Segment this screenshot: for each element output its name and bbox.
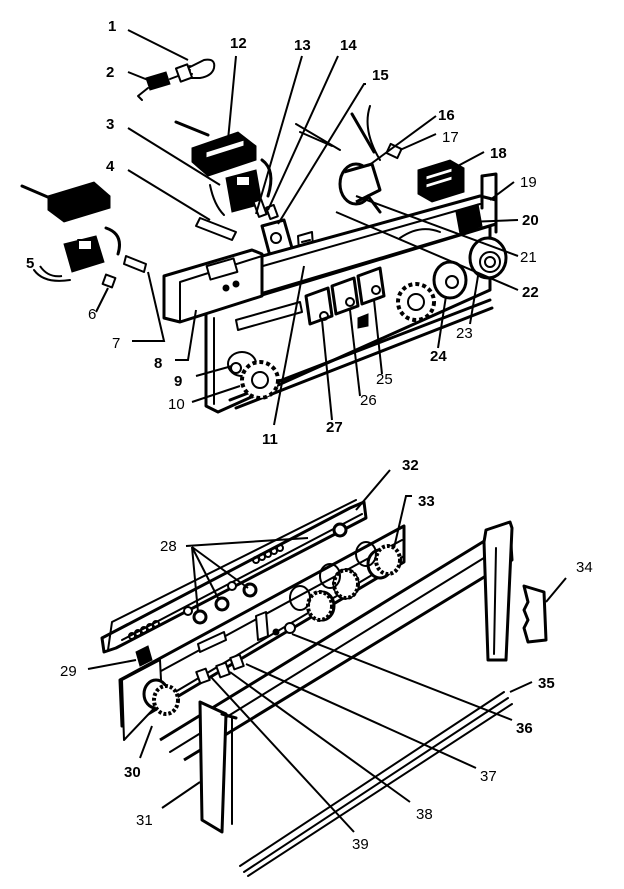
callout-3: 3 xyxy=(106,116,114,133)
part-7-spacer xyxy=(123,255,147,273)
leader-lines-upper xyxy=(39,29,519,426)
callout-13: 13 xyxy=(294,37,311,54)
callout-14: 14 xyxy=(340,37,357,54)
part-12-terminal-block xyxy=(174,120,257,177)
leader-lines-lower xyxy=(87,469,567,833)
callout-18: 18 xyxy=(490,145,507,162)
part-8-clock-module xyxy=(162,248,264,324)
callout-labels: 1 2 3 4 5 6 7 8 9 10 11 12 13 14 15 16 1… xyxy=(26,18,593,853)
part-14-wires xyxy=(295,123,341,151)
part-2-lamp-socket xyxy=(137,71,179,101)
callout-38: 38 xyxy=(416,806,433,823)
callout-19: 19 xyxy=(520,174,537,191)
callout-35: 35 xyxy=(538,675,555,692)
callout-26: 26 xyxy=(360,392,377,409)
callout-34: 34 xyxy=(576,559,593,576)
callout-32: 32 xyxy=(402,457,419,474)
callout-5: 5 xyxy=(26,255,34,272)
callout-9: 9 xyxy=(174,373,182,390)
part-24-dial xyxy=(396,260,468,322)
callout-24: 24 xyxy=(430,348,447,365)
callout-12: 12 xyxy=(230,35,247,52)
callout-20: 20 xyxy=(522,212,539,229)
part-26-valve xyxy=(330,276,369,329)
callout-37: 37 xyxy=(480,768,497,785)
part-27-valve xyxy=(304,286,334,326)
part-6-knob-shaft xyxy=(101,273,117,289)
callout-25: 25 xyxy=(376,371,393,388)
callout-33: 33 xyxy=(418,493,435,510)
callout-39: 39 xyxy=(352,836,369,853)
callout-17: 17 xyxy=(442,129,459,146)
part-5-infinite-switch xyxy=(20,181,121,282)
callout-2: 2 xyxy=(106,64,114,81)
part-34-clip xyxy=(522,584,548,644)
callout-21: 21 xyxy=(520,249,537,266)
part-30-knob xyxy=(121,659,180,741)
callout-6: 6 xyxy=(88,306,96,323)
callout-30: 30 xyxy=(124,764,141,781)
part-13-pin xyxy=(252,198,279,221)
part-35-trim-strip xyxy=(239,691,513,877)
callout-15: 15 xyxy=(372,67,389,84)
part-33-knobs xyxy=(289,541,402,622)
part-4-rod xyxy=(195,217,237,241)
callout-16: 16 xyxy=(438,107,455,124)
part-1-lamp-bulb xyxy=(174,58,216,83)
part-25-valve xyxy=(356,266,386,306)
callout-1: 1 xyxy=(108,18,116,35)
callout-29: 29 xyxy=(60,663,77,680)
callout-22: 22 xyxy=(522,284,539,301)
callout-36: 36 xyxy=(516,720,533,737)
callout-8: 8 xyxy=(154,355,162,372)
part-37-38-39-switches xyxy=(195,653,245,685)
callout-11: 11 xyxy=(262,431,278,448)
part-16-timer-motor xyxy=(338,105,382,214)
part-10-dial xyxy=(240,360,280,400)
part-18-terminal-block xyxy=(417,159,465,203)
callout-31: 31 xyxy=(136,812,153,829)
part-36-grommet xyxy=(272,622,296,636)
part-28-screws xyxy=(183,522,348,625)
callout-23: 23 xyxy=(456,325,473,342)
part-29-spring xyxy=(135,645,153,667)
callout-4: 4 xyxy=(106,158,115,175)
callout-27: 27 xyxy=(326,419,343,436)
callout-10: 10 xyxy=(168,396,185,413)
callout-7: 7 xyxy=(112,335,120,352)
callout-28: 28 xyxy=(160,538,177,555)
lower-control-console xyxy=(118,520,514,834)
